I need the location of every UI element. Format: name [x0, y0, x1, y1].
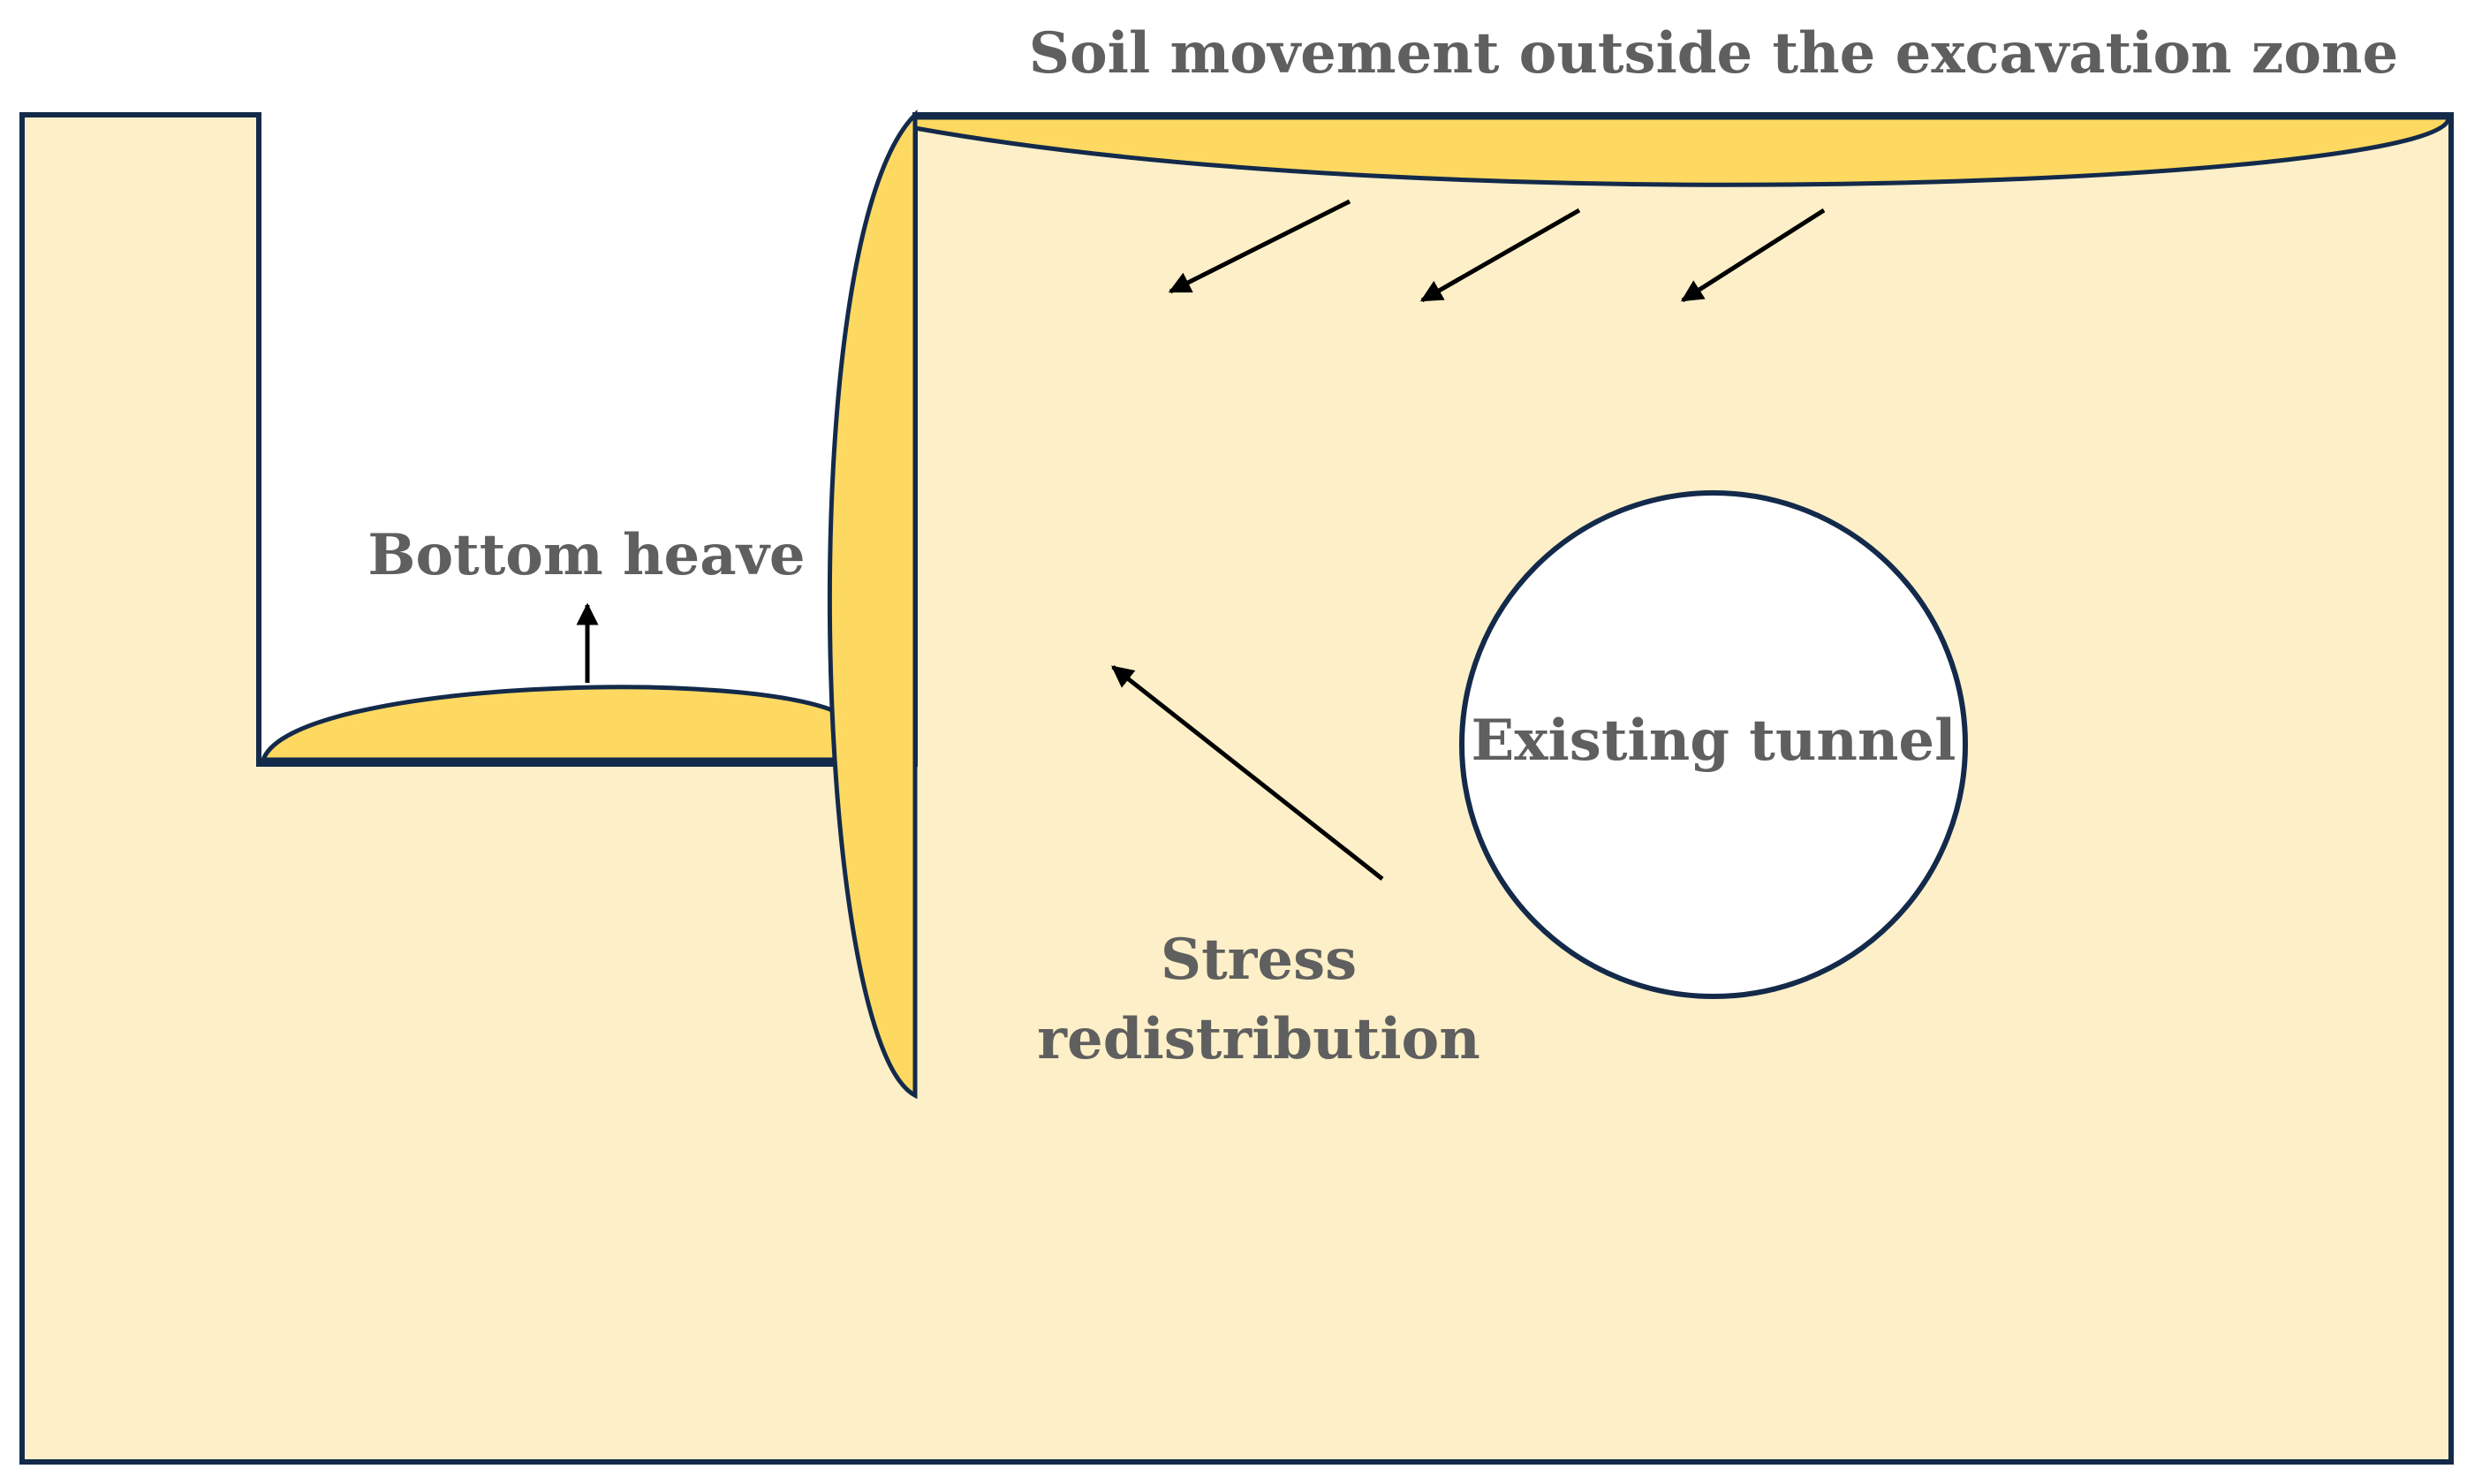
wall-deflection-zone: [827, 109, 918, 1100]
bottom-heave-zone: [260, 685, 846, 762]
soil-movement-arrow-3: [1680, 208, 1826, 303]
stress-redistribution-arrow: [1111, 665, 1384, 881]
bottom-heave-label: Bottom heave: [367, 522, 805, 588]
existing-tunnel-label: Existing tunnel: [1472, 708, 1956, 774]
soil-body: [19, 112, 2454, 1465]
soil-movement-arrow-1: [1168, 199, 1351, 294]
surface-settlement-zone: [912, 115, 2451, 187]
soil-movement-arrow-2: [1419, 208, 1581, 303]
stress-label-line1: Stress: [1161, 927, 1357, 993]
soil-movement-label: Soil movement outside the excavation zon…: [1029, 20, 2399, 87]
existing-tunnel: [1459, 490, 1968, 999]
stress-label-line2: redistribution: [1037, 1006, 1480, 1072]
